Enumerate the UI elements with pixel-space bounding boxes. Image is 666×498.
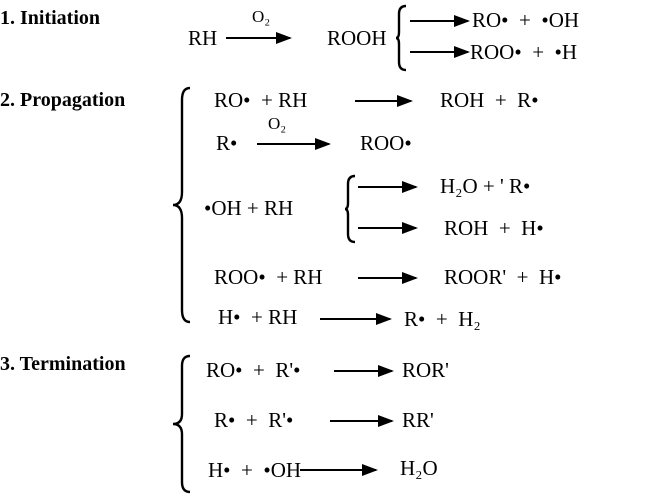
- reaction-arrow: [355, 95, 413, 107]
- reaction-arrow: [358, 222, 418, 234]
- initiation-reactant: RH: [188, 26, 218, 50]
- reaction-arrow: [226, 32, 292, 44]
- term-r1-left: RO• + R'•: [206, 358, 301, 382]
- prop-r5-right: R• + H₂: [404, 307, 481, 331]
- initiation-branch-1: RO• + •OH: [472, 8, 580, 32]
- branch-brace: [395, 4, 407, 72]
- prop-r5-left: H• + RH: [218, 305, 298, 329]
- prop-r1-right: ROH + R•: [440, 88, 539, 112]
- initiation-arrow-label: O₂: [252, 7, 271, 26]
- termination-brace: [172, 354, 191, 494]
- term-r2-left: R• + R'•: [214, 408, 294, 432]
- reaction-arrow: [410, 15, 470, 27]
- reaction-arrow: [358, 181, 418, 193]
- term-r1-right: ROR': [402, 358, 449, 382]
- initiation-label: 1. Initiation: [0, 7, 101, 29]
- prop-r1-left: RO• + RH: [214, 88, 308, 112]
- term-r3-left: H• + •OH: [208, 458, 302, 482]
- prop-r3-right-1: H₂O + ' R•: [440, 174, 531, 198]
- propagation-label: 2. Propagation: [0, 89, 126, 111]
- prop-r4-right: ROOR' + H•: [444, 265, 562, 289]
- branch-brace: [344, 174, 356, 244]
- initiation-product: ROOH: [327, 26, 387, 50]
- reaction-arrow: [410, 46, 470, 58]
- reaction-arrow: [358, 272, 418, 284]
- reaction-arrow: [334, 365, 394, 377]
- prop-r2-left: R•: [216, 131, 238, 155]
- termination-label: 3. Termination: [0, 353, 126, 375]
- reaction-arrow: [257, 138, 331, 150]
- prop-r3-right-2: ROH + H•: [444, 216, 544, 240]
- initiation-branch-2: ROO• + •H: [470, 40, 578, 64]
- reaction-arrow: [330, 415, 394, 427]
- prop-r2-arrow-label: O₂: [268, 114, 287, 133]
- prop-r3-left: •OH + RH: [204, 196, 294, 220]
- prop-r2-right: ROO•: [360, 131, 412, 155]
- prop-r4-left: ROO• + RH: [214, 265, 323, 289]
- reaction-arrow: [320, 313, 392, 325]
- term-r3-right: H₂O: [400, 456, 438, 480]
- term-r2-right: RR': [402, 408, 434, 432]
- reaction-arrow: [300, 464, 378, 476]
- propagation-brace: [172, 86, 191, 324]
